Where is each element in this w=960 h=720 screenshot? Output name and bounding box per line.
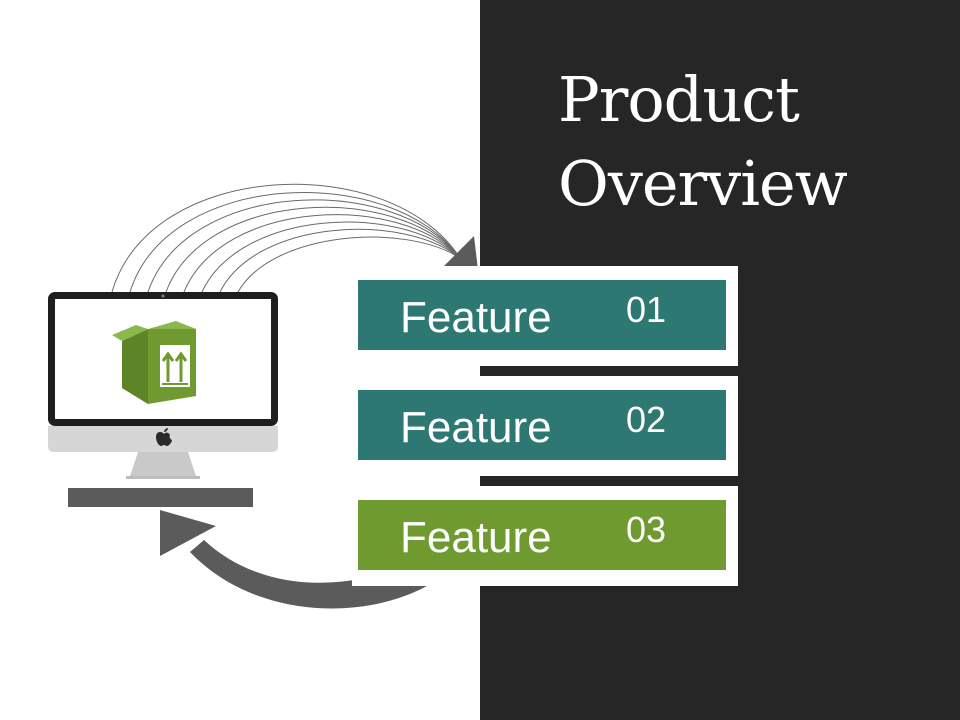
desk-bar bbox=[68, 488, 253, 507]
feature-number-1: 01 bbox=[626, 289, 667, 330]
feature-number-3: 03 bbox=[626, 509, 667, 550]
feature-row-3[interactable]: Feature 03 bbox=[352, 486, 738, 586]
apple-logo-icon bbox=[156, 428, 172, 446]
feature-label-3: Feature bbox=[400, 513, 552, 562]
title-line-2: Overview bbox=[558, 147, 848, 220]
feature-number-2: 02 bbox=[626, 399, 667, 440]
feature-bar-3: Feature 03 bbox=[358, 500, 726, 570]
arc-lines bbox=[111, 183, 461, 293]
feature-bar-2: Feature 02 bbox=[358, 390, 726, 460]
arc-arrowhead bbox=[440, 236, 478, 270]
package-box-icon bbox=[112, 321, 196, 404]
feature-row-2[interactable]: Feature 02 bbox=[352, 376, 738, 476]
feature-label-1: Feature bbox=[400, 293, 552, 342]
feature-bar-1: Feature 01 bbox=[358, 280, 726, 350]
return-arrowhead bbox=[160, 510, 216, 556]
feature-row-1[interactable]: Feature 01 bbox=[352, 266, 738, 366]
title-line-1: Product bbox=[558, 63, 800, 136]
return-arrow bbox=[190, 540, 440, 609]
slide-title: Product Overview bbox=[558, 58, 848, 226]
feature-label-2: Feature bbox=[400, 403, 552, 452]
